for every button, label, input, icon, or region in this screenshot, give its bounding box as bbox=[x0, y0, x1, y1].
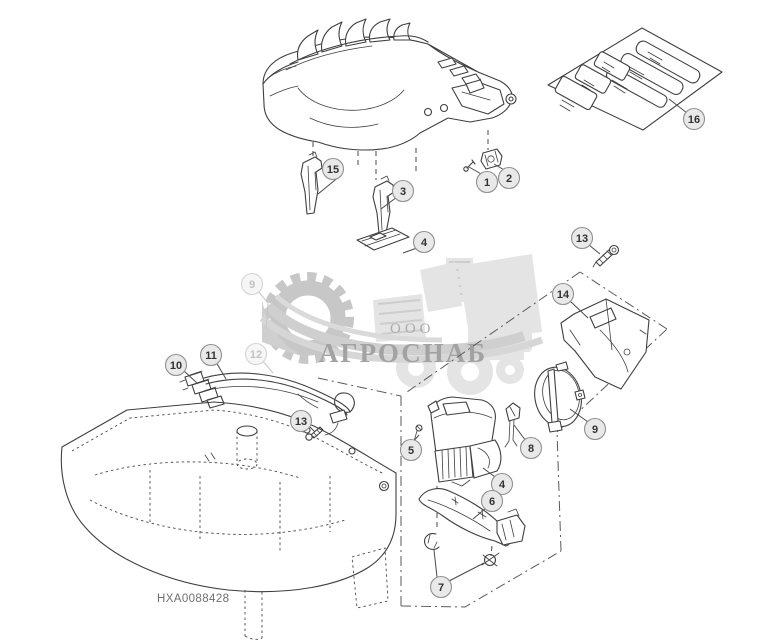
leader-lines bbox=[183, 163, 601, 582]
svg-text:13: 13 bbox=[295, 416, 307, 428]
callout-8: 8 bbox=[519, 436, 543, 460]
svg-text:7: 7 bbox=[438, 582, 444, 594]
callout-2: 2 bbox=[497, 166, 521, 190]
callout-7: 7 bbox=[429, 575, 453, 599]
callout-15: 15 bbox=[321, 157, 345, 181]
callout-1: 1 bbox=[475, 170, 499, 194]
bolt-part-13-upper bbox=[592, 244, 620, 268]
watermark-org-form: ООО bbox=[390, 321, 435, 337]
svg-text:2: 2 bbox=[506, 173, 512, 185]
bracket-part-4-upper bbox=[356, 227, 410, 251]
callout-16: 16 bbox=[682, 107, 706, 131]
clip-part-2 bbox=[480, 148, 503, 170]
screw-part-1 bbox=[463, 159, 476, 172]
callout-6: 6 bbox=[480, 489, 504, 513]
svg-text:5: 5 bbox=[408, 445, 414, 457]
callout-13: 13 bbox=[570, 226, 594, 250]
callout-14: 14 bbox=[551, 282, 575, 306]
svg-text:9: 9 bbox=[592, 424, 598, 436]
callout-10: 10 bbox=[164, 353, 188, 377]
svg-text:3: 3 bbox=[400, 186, 406, 198]
callout-13: 13 bbox=[289, 409, 313, 433]
screw-part-5 bbox=[413, 424, 423, 442]
watermark-logo: ООО АГРОСНАБ bbox=[259, 254, 544, 395]
watermark-company-name: АГРОСНАБ bbox=[319, 338, 487, 368]
figure-code: HXA0088428 bbox=[157, 593, 229, 605]
svg-text:6: 6 bbox=[489, 496, 495, 508]
callout-9: 9 bbox=[583, 417, 607, 441]
svg-text:1: 1 bbox=[484, 177, 490, 189]
svg-text:11: 11 bbox=[205, 350, 217, 362]
cover-bracket-part-14 bbox=[560, 298, 650, 390]
bolt-part-13-lower bbox=[305, 426, 324, 441]
callout-3: 3 bbox=[391, 179, 415, 203]
callout-12: 12 bbox=[244, 342, 268, 366]
svg-text:12: 12 bbox=[250, 349, 262, 361]
callout-4: 4 bbox=[490, 472, 514, 496]
svg-text:13: 13 bbox=[576, 233, 588, 245]
svg-text:8: 8 bbox=[528, 443, 534, 455]
lever-drum-part-9 bbox=[534, 361, 586, 433]
decal-labels bbox=[554, 40, 701, 112]
callout-5: 5 bbox=[399, 438, 423, 462]
callout-4: 4 bbox=[412, 230, 436, 254]
watermark-swoosh bbox=[259, 294, 544, 363]
control-pod-part-4-lower bbox=[427, 396, 502, 487]
callout-11: 11 bbox=[199, 343, 223, 367]
svg-text:9: 9 bbox=[249, 279, 255, 291]
svg-text:16: 16 bbox=[688, 114, 700, 126]
callout-9: 9 bbox=[240, 272, 264, 296]
svg-text:10: 10 bbox=[170, 360, 182, 372]
sensor-part-3 bbox=[372, 175, 395, 234]
handle-part-6 bbox=[418, 488, 526, 547]
pin-part-8 bbox=[504, 402, 521, 448]
decal-sheet-part bbox=[547, 27, 723, 131]
svg-text:4: 4 bbox=[421, 237, 428, 249]
console-top-assembly bbox=[262, 18, 517, 151]
svg-text:4: 4 bbox=[499, 479, 506, 491]
sensor-part-15 bbox=[300, 151, 323, 215]
svg-text:14: 14 bbox=[557, 289, 570, 301]
svg-text:15: 15 bbox=[327, 164, 339, 176]
clips-part-7 bbox=[424, 533, 500, 567]
